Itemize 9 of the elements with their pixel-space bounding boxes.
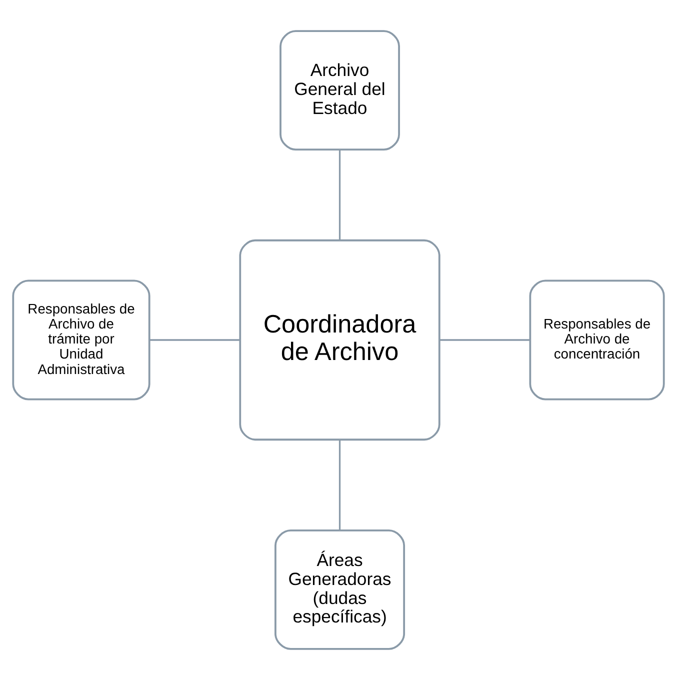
connector (338, 439, 341, 530)
connector (338, 150, 341, 240)
connector (149, 338, 240, 340)
node-box: Áreas Generadoras (dudas específicas) (274, 528, 406, 650)
node-box: Responsables de Archivo de concentración (529, 279, 665, 400)
node-box: Coordinadora de Archivo (239, 238, 440, 440)
connector (440, 338, 530, 340)
node-box: Responsables de Archivo de trámite por Unidad Administrativa (12, 279, 150, 400)
node-box: Archivo General del Estado (280, 30, 400, 150)
